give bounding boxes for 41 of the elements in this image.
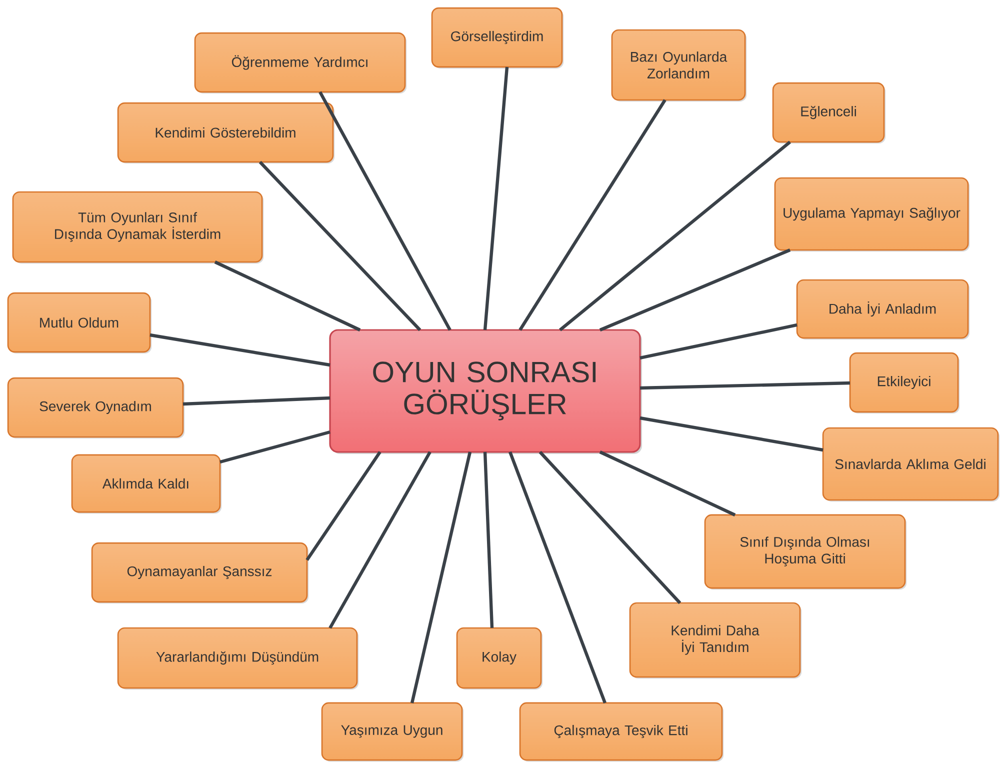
connector-line xyxy=(599,248,791,332)
connector-line xyxy=(640,381,850,390)
idea-box: Eğlenceli xyxy=(772,82,886,144)
idea-box: Oynamayanlar Şanssız xyxy=(91,542,309,604)
idea-box: Daha İyi Anladım xyxy=(796,279,970,340)
idea-box: Yaşımıza Uygun xyxy=(321,702,464,762)
idea-box: Kolay xyxy=(456,627,543,690)
connector-line xyxy=(508,451,606,704)
idea-box: Etkileyici xyxy=(849,352,960,414)
idea-box: Aklımda Kaldı xyxy=(71,454,222,514)
idea-box: Görselleştirdim xyxy=(431,7,564,69)
idea-box: Uygulama Yapmayı Sağlıyor xyxy=(774,177,970,252)
connector-line xyxy=(318,91,452,331)
connector-line xyxy=(258,160,422,332)
idea-box: Öğrenmeme Yardımcı xyxy=(194,32,407,94)
idea-box: Tüm Oyunları Sınıf Dışında Oynamak İsterdim xyxy=(12,191,264,264)
idea-box: Bazı Oyunlarda Zorlandım xyxy=(611,29,747,102)
connector-line xyxy=(538,450,682,604)
idea-box: Kendimi Daha İyi Tanıdım xyxy=(629,602,802,679)
connector-line xyxy=(306,451,382,561)
connector-line xyxy=(214,260,361,332)
connector-line xyxy=(150,333,330,367)
connector-line xyxy=(599,450,736,516)
topic-box: OYUN SONRASI GÖRÜŞLER xyxy=(329,329,642,454)
connector-line xyxy=(640,323,798,360)
idea-box: Çalışmaya Teşvik Etti xyxy=(519,702,724,762)
connector-line xyxy=(410,452,472,704)
connector-line xyxy=(328,451,432,629)
connector-line xyxy=(483,452,494,628)
connector-line xyxy=(483,66,509,330)
connector-line xyxy=(640,416,824,452)
idea-box: Sınavlarda Aklıma Geldi xyxy=(822,427,1000,502)
idea-box: Severek Oynadım xyxy=(7,377,185,439)
connector-line xyxy=(518,99,666,331)
connector-line xyxy=(220,430,330,464)
idea-box: Kendimi Gösterebildim xyxy=(117,102,335,164)
idea-box: Sınıf Dışında Olması Hoşuma Gitti xyxy=(704,514,907,590)
idea-box: Mutlu Oldum xyxy=(7,292,152,354)
connector-line xyxy=(559,140,792,332)
idea-box: Yararlandığımı Düşündüm xyxy=(117,627,359,690)
connector-line xyxy=(182,396,330,406)
